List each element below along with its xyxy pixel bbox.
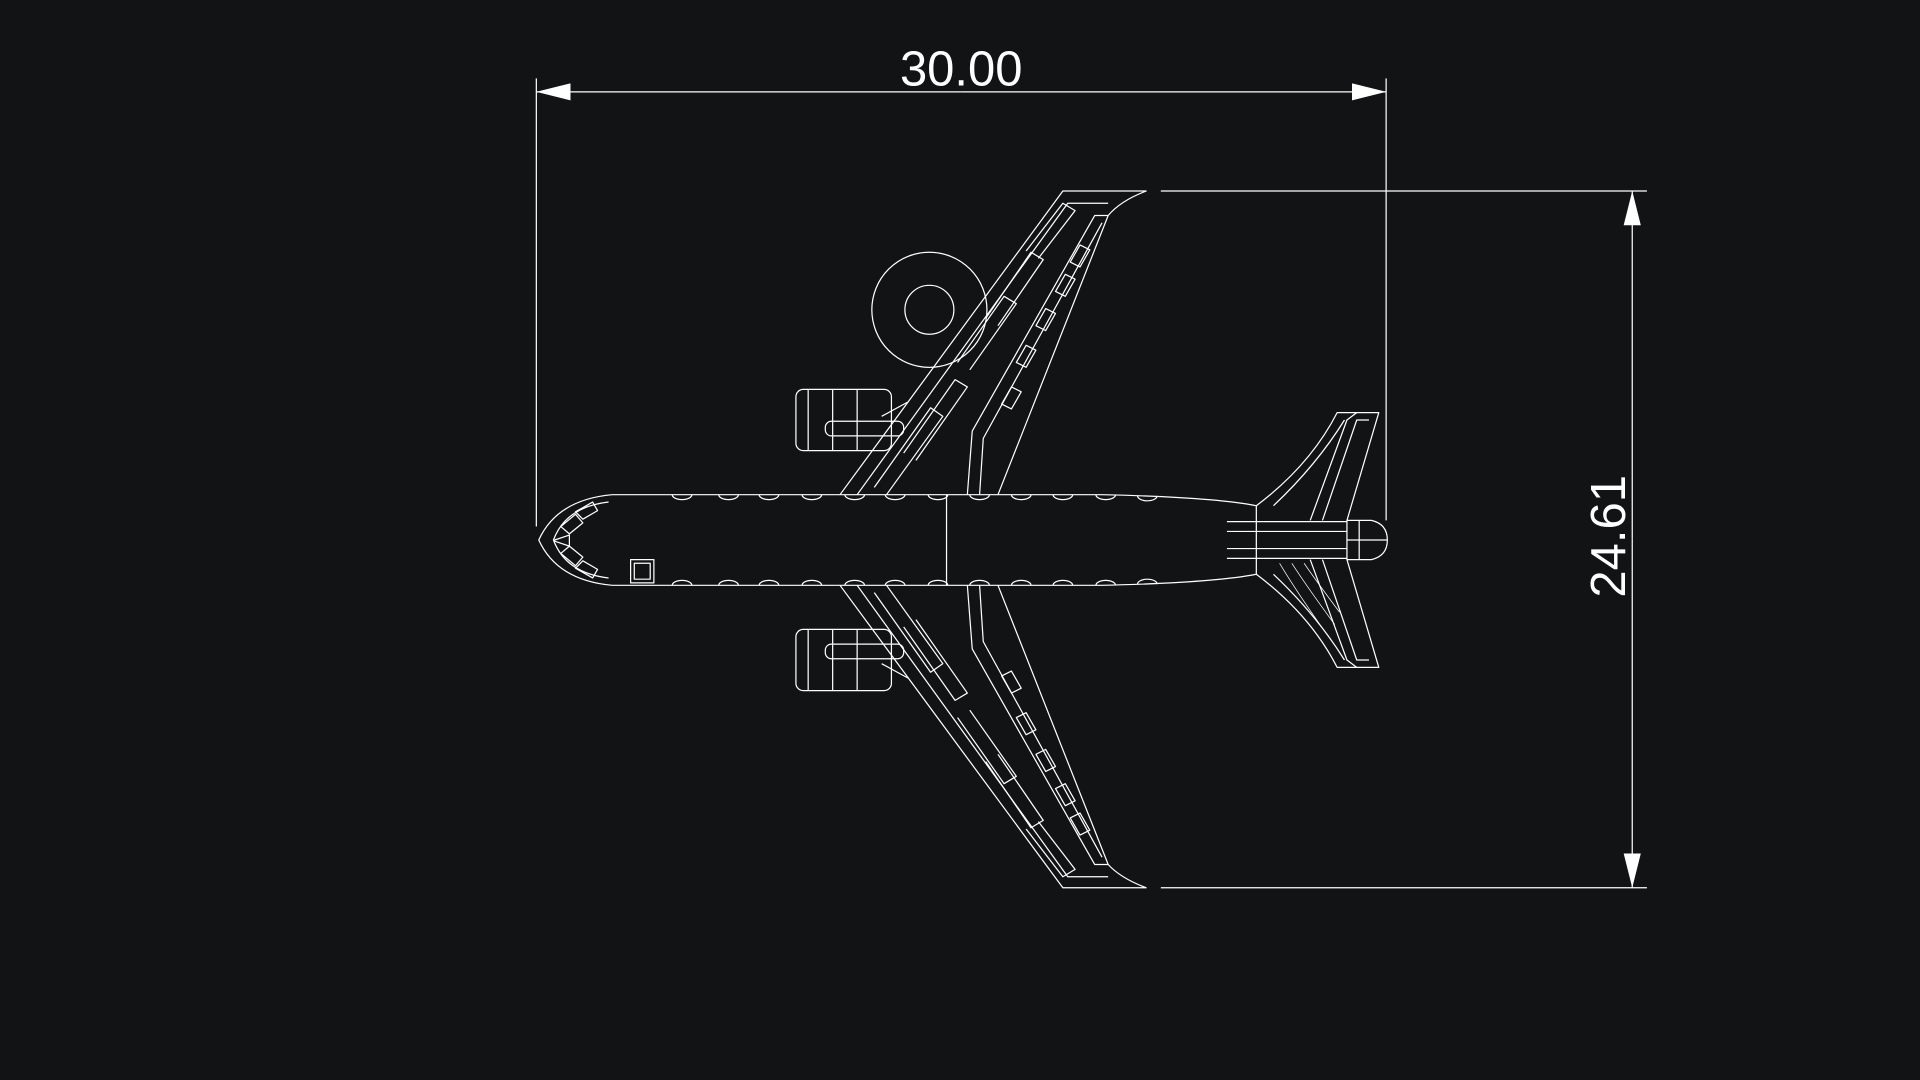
lower-wing xyxy=(795,584,1147,889)
lower-wing-flaps xyxy=(873,584,1091,878)
landing-gear-wheel xyxy=(871,251,988,368)
tail-section xyxy=(1226,412,1388,668)
upper-wing xyxy=(795,190,1147,496)
aircraft-drawing[interactable] xyxy=(538,190,1388,889)
horizontal-dimension-label: 30.00 xyxy=(900,43,1023,97)
vertical-dimension-label: 24.61 xyxy=(1582,475,1636,598)
window-row-bottom xyxy=(671,578,1158,586)
upper-engine xyxy=(795,388,909,452)
vertical-dimension[interactable] xyxy=(1160,190,1647,889)
fuselage xyxy=(538,494,1257,586)
upper-wing-flaps xyxy=(873,202,1091,496)
lower-engine xyxy=(795,628,909,692)
cockpit-windows xyxy=(554,501,599,579)
window-row-top xyxy=(671,494,1158,502)
horizontal-dimension[interactable] xyxy=(535,78,1387,527)
fuselage-door xyxy=(630,558,655,584)
